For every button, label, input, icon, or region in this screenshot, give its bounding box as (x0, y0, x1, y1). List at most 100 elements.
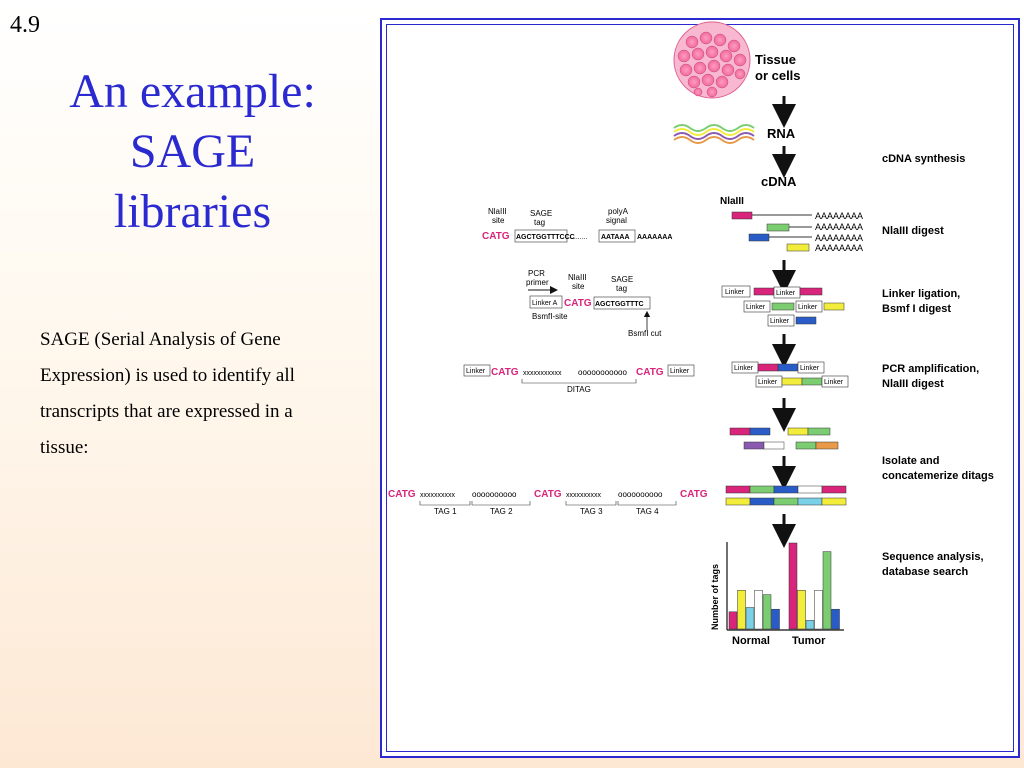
seq4-o-seq-2: oooooooooo (618, 490, 663, 499)
bar-tumor-3 (805, 620, 815, 630)
seq3-ditag-bracket (521, 379, 637, 384)
diagram-frame: Tissue or cells RNA cDNA cDNA synthesis … (380, 18, 1020, 758)
seq2-linker: Linker A (532, 300, 558, 307)
seq1-tag-seq: AGCTGGTTTCCC (516, 234, 575, 241)
seq4-x-seq-1: xxxxxxxxxx (420, 492, 456, 499)
seq3-o-seq: ooooooooooo (578, 368, 627, 377)
bar-tumor-4 (814, 590, 823, 630)
chart-normal-label: Normal (732, 635, 770, 647)
bar-normal-1 (728, 611, 738, 630)
tissue-label-1: Tissue (755, 52, 796, 67)
seq3-x-seq: xxxxxxxxxxx (523, 370, 562, 377)
seq1-catg: CATG (482, 231, 510, 242)
polya-2: AAAAAAAA (815, 222, 863, 232)
rna-label: RNA (767, 126, 796, 141)
polya-3: AAAAAAAA (815, 233, 863, 243)
seq2-site-label-1: NlaIII (568, 273, 587, 282)
bar-tumor-2 (797, 590, 806, 630)
bar-tumor-6 (831, 608, 840, 630)
seq1-site-label-1: NlaIII (488, 207, 507, 216)
seq3-catg-right: CATG (636, 367, 664, 378)
linker-box-1: Linker (725, 289, 745, 296)
linker-box-3: Linker (746, 304, 766, 311)
title-line-3: libraries (113, 185, 272, 238)
seq1-aataaa: AATAAA (601, 234, 630, 241)
seq4-tag-4: TAG 4 (636, 507, 659, 516)
step-pcr-2: NlaIII digest (882, 378, 944, 390)
seq3-linker-right-label: Linker (670, 368, 690, 375)
linker-box-4: Linker (798, 304, 818, 311)
bar-normal-2 (737, 590, 746, 630)
step-cdna-synthesis: cDNA synthesis (882, 153, 965, 165)
bar-normal-4 (754, 590, 763, 630)
seq1-tag-label-2: tag (534, 218, 545, 227)
isolated-ditags (729, 427, 839, 450)
linker-box-2: Linker (776, 290, 796, 297)
step-linker-ligation-1: Linker ligation, (882, 288, 960, 300)
seq1-dots: ......... (570, 234, 588, 241)
linker-box-6: Linker (734, 365, 754, 372)
seq4-o-seq-1: oooooooooo (472, 490, 517, 499)
seq2-tag-label-2: tag (616, 284, 627, 293)
linker-box-9: Linker (824, 379, 844, 386)
seq4-tag-2: TAG 2 (490, 507, 513, 516)
bar-normal-6 (771, 608, 780, 630)
seq2-tag-seq: AGCTGGTTTC (595, 301, 644, 308)
tag-count-chart: Number of tags Normal Tumor (710, 542, 844, 647)
seq4-catg-3: CATG (680, 489, 708, 500)
cdna-fragments (731, 211, 812, 252)
seq2-site-label-2: site (572, 282, 585, 291)
seq2-pcr-label-1: PCR (528, 269, 545, 278)
seq3-catg-left: CATG (491, 367, 519, 378)
polya-1: AAAAAAAA (815, 211, 863, 221)
step-sequence-1: Sequence analysis, (882, 551, 984, 563)
seq2-tag-box (593, 296, 651, 310)
seq4-x-seq-2: xxxxxxxxxx (566, 492, 602, 499)
seq1-polya-label-1: polyA (608, 207, 629, 216)
seq2-catg: CATG (564, 298, 592, 309)
seq4-tag-1: TAG 1 (434, 507, 457, 516)
seq3-ditag: DITAG (567, 385, 591, 394)
bar-tumor-5 (822, 551, 832, 630)
seq2-bsmfi-cut: BsmfI cut (628, 329, 662, 338)
seq3-linker-left (463, 364, 491, 377)
bar-normal-3 (745, 607, 755, 630)
linker-box-7: Linker (800, 365, 820, 372)
polya-4: AAAAAAAA (815, 243, 863, 253)
seq4-catg-2: CATG (534, 489, 562, 500)
seq1-tag-label-1: SAGE (530, 209, 552, 218)
pcr-ditag-fragments: Linker Linker Linker Linker (731, 361, 849, 388)
chart-tumor-label: Tumor (792, 635, 826, 647)
slide-number: 4.9 (10, 12, 40, 38)
linker-box-8: Linker (758, 379, 778, 386)
seq1-polya-box (598, 229, 636, 243)
seq4-tag-3: TAG 3 (580, 507, 603, 516)
bar-normal-5 (762, 594, 772, 630)
step-isolate-1: Isolate and (882, 455, 939, 467)
tissue-label-2: or cells (755, 68, 801, 83)
seq1-tail: AAAAAAA (637, 234, 672, 241)
chart-ylabel: Number of tags (710, 564, 720, 630)
title-line-2: SAGE (129, 125, 256, 178)
title-line-1: An example: (69, 65, 316, 118)
linker-fragments: Linker Linker Linker Linker Linker (721, 285, 845, 327)
seq1-site-label-2: site (492, 216, 505, 225)
seq2-linker-box (529, 295, 563, 309)
cdna-label: cDNA (761, 174, 797, 189)
slide-title: An example: SAGE libraries (20, 62, 365, 242)
seq3-linker-right (667, 364, 695, 377)
sage-diagram: Tissue or cells RNA cDNA cDNA synthesis … (388, 21, 994, 647)
seq2-bsmfi-site: BsmfI-site (532, 312, 568, 321)
step-pcr-1: PCR amplification, (882, 363, 979, 375)
seq1-polya-label-2: signal (606, 216, 627, 225)
nlaiii-label: NlaIII (720, 196, 744, 207)
seq4-catg-1: CATG (388, 489, 416, 500)
seq4-brackets (419, 501, 677, 506)
linker-box-5: Linker (770, 318, 790, 325)
seq1-tag-box (514, 229, 568, 243)
step-isolate-2: concatemerize ditags (882, 470, 994, 482)
rna-strands-icon (673, 124, 755, 144)
step-nlaiii-digest: NlaIII digest (882, 225, 944, 237)
step-sequence-2: database search (882, 566, 968, 578)
seq2-pcr-label-2: primer (526, 278, 549, 287)
